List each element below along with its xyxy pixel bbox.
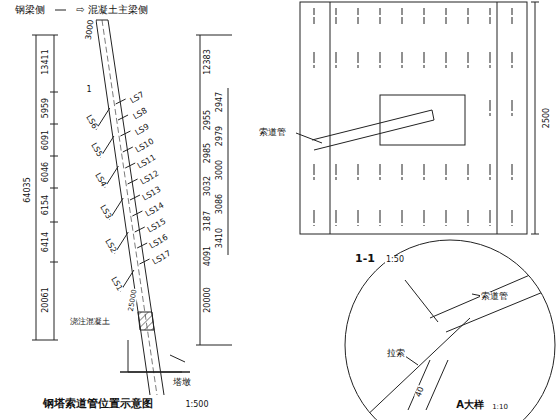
cable-stub [135,227,145,232]
dimension: 6154 [42,194,50,216]
dimension: 13411 [42,48,50,75]
drawing-title: 钢塔索道管位置示意图 [42,398,154,409]
cable-stub [137,243,147,248]
cable-stub [116,99,126,104]
cable-label: LS5 [88,141,103,159]
dimension: 5959 [42,97,50,119]
part-name: 拉索 [386,349,406,358]
dimension: 12383 [204,48,212,75]
part-name: 塔墩 [172,378,192,387]
cable-label: LS12 [138,169,161,187]
dimension: 4091 [204,245,212,267]
cable-label: LS10 [133,137,156,155]
dimension: 6414 [42,231,50,253]
cable-label: LS9 [133,122,151,137]
cable-stub [120,131,130,136]
cable-stub [123,147,133,152]
cable-label: LS15 [145,217,168,235]
dimension: 2500 [543,107,551,129]
dimension: 25000 [127,287,138,312]
cable-stub [128,179,138,184]
dimension: 2979 [216,125,224,147]
dimension: 20061 [42,286,50,313]
dimension: 6091 [42,129,50,151]
dimension: 3187 [204,210,212,232]
dimension: 2985 [204,142,212,164]
cable-label: LS1 [108,275,123,293]
side-note: ⇨ 混凝土主梁侧 [75,5,149,15]
dimension: 3410 [216,227,224,249]
cable-label: LS17 [150,249,173,267]
scale-note: 1:50 [385,256,405,264]
dimension: 3032 [204,175,212,197]
section-title: 1-1 [354,253,376,264]
cable-label: LS13 [141,185,164,203]
dimension: 3086 [216,193,224,215]
dimension: 3000 [216,159,224,181]
scale-note: 1:10 [491,404,509,411]
cable-label: LS14 [143,201,166,219]
cable-stub [132,211,142,216]
dimension: 64035 [24,176,32,203]
dimension: 40 [414,385,426,399]
dimension: 2947 [216,91,224,113]
cable-label: LS2 [103,237,118,255]
material-note: 浇注混凝土 [69,318,111,326]
dimension: 6046 [42,161,50,183]
cable-label: LS4 [93,171,108,189]
cable-label: LS8 [131,106,149,121]
cable-label: LS3 [98,203,113,221]
dimension: 3000 [84,18,95,41]
cable-stub [130,195,140,200]
callout-number: 1 [85,86,92,94]
dimension: 2955 [204,109,212,131]
part-name: 索道管 [258,128,287,137]
cable-stub [140,259,150,264]
cable-label: LS11 [136,153,159,171]
cable-label: LS7 [128,90,146,105]
cable-stub [118,115,128,120]
cable-label: LS16 [148,233,171,251]
side-note: 钢梁侧 [14,5,46,15]
dimension: 20000 [204,286,212,313]
scale-note: 1:500 [184,401,209,409]
part-name: 索道管 [480,292,509,301]
detail-title: A大样 [455,400,485,410]
cable-stub [125,163,135,168]
